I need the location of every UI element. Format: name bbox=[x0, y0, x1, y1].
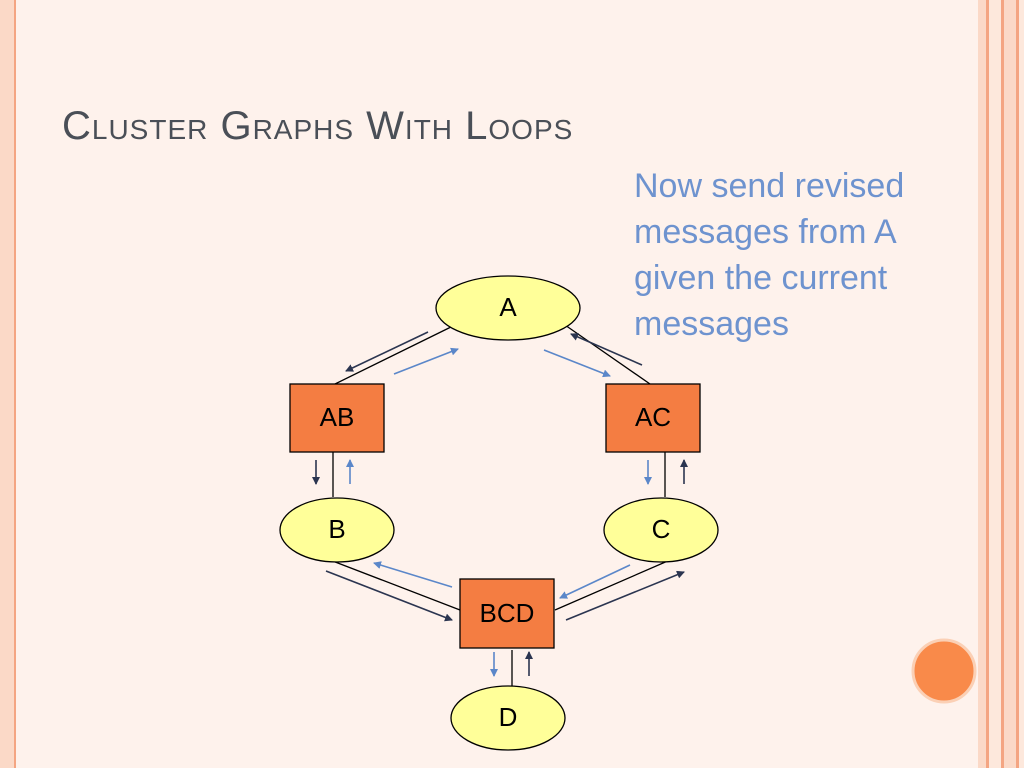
node-d-label: D bbox=[499, 702, 518, 732]
note-line-1: Now send revised bbox=[634, 167, 905, 205]
slide-title: Cluster Graphs With Loops bbox=[62, 104, 574, 148]
message-arrows bbox=[312, 331, 688, 677]
node-bcd-label: BCD bbox=[480, 598, 535, 628]
node-ab: AB bbox=[289, 383, 385, 453]
msg-bcd-to-c-arrow bbox=[565, 570, 685, 621]
node-ac: AC bbox=[605, 383, 701, 453]
edge-a-ab bbox=[334, 324, 456, 385]
node-b-label: B bbox=[328, 514, 345, 544]
node-bcd: BCD bbox=[459, 578, 555, 649]
right-border-stripes bbox=[978, 0, 1024, 768]
node-c: C bbox=[603, 497, 719, 563]
node-d: D bbox=[450, 685, 566, 751]
edge-b-bcd bbox=[329, 559, 461, 611]
decorative-accent-circle bbox=[911, 638, 977, 704]
graph-edges bbox=[329, 324, 671, 688]
edge-a-ac bbox=[564, 324, 651, 385]
left-border-strip bbox=[0, 0, 16, 768]
msg-ac-to-a-arrow bbox=[570, 333, 643, 366]
node-a-label: A bbox=[499, 292, 517, 322]
msg-b-to-bcd-arrow bbox=[325, 570, 453, 622]
msg-a-to-ab-arrow bbox=[345, 331, 429, 372]
node-ac-label: AC bbox=[635, 402, 671, 432]
msg-c-to-bcd-arrow bbox=[559, 564, 631, 599]
msg-bcd-to-b-arrow bbox=[373, 561, 453, 588]
node-c-label: C bbox=[652, 514, 671, 544]
instruction-note: Now send revised messages from A given t… bbox=[634, 163, 974, 347]
node-ab-label: AB bbox=[320, 402, 355, 432]
node-a: A bbox=[435, 275, 581, 341]
note-line-4: messages bbox=[634, 305, 789, 343]
msg-a-to-ac-arrow bbox=[543, 349, 611, 378]
note-line-2: messages from A bbox=[634, 213, 897, 251]
msg-ab-to-a-arrow bbox=[393, 347, 459, 375]
node-b: B bbox=[279, 497, 395, 563]
edge-c-bcd bbox=[554, 559, 671, 611]
note-line-3: given the current bbox=[634, 259, 888, 297]
